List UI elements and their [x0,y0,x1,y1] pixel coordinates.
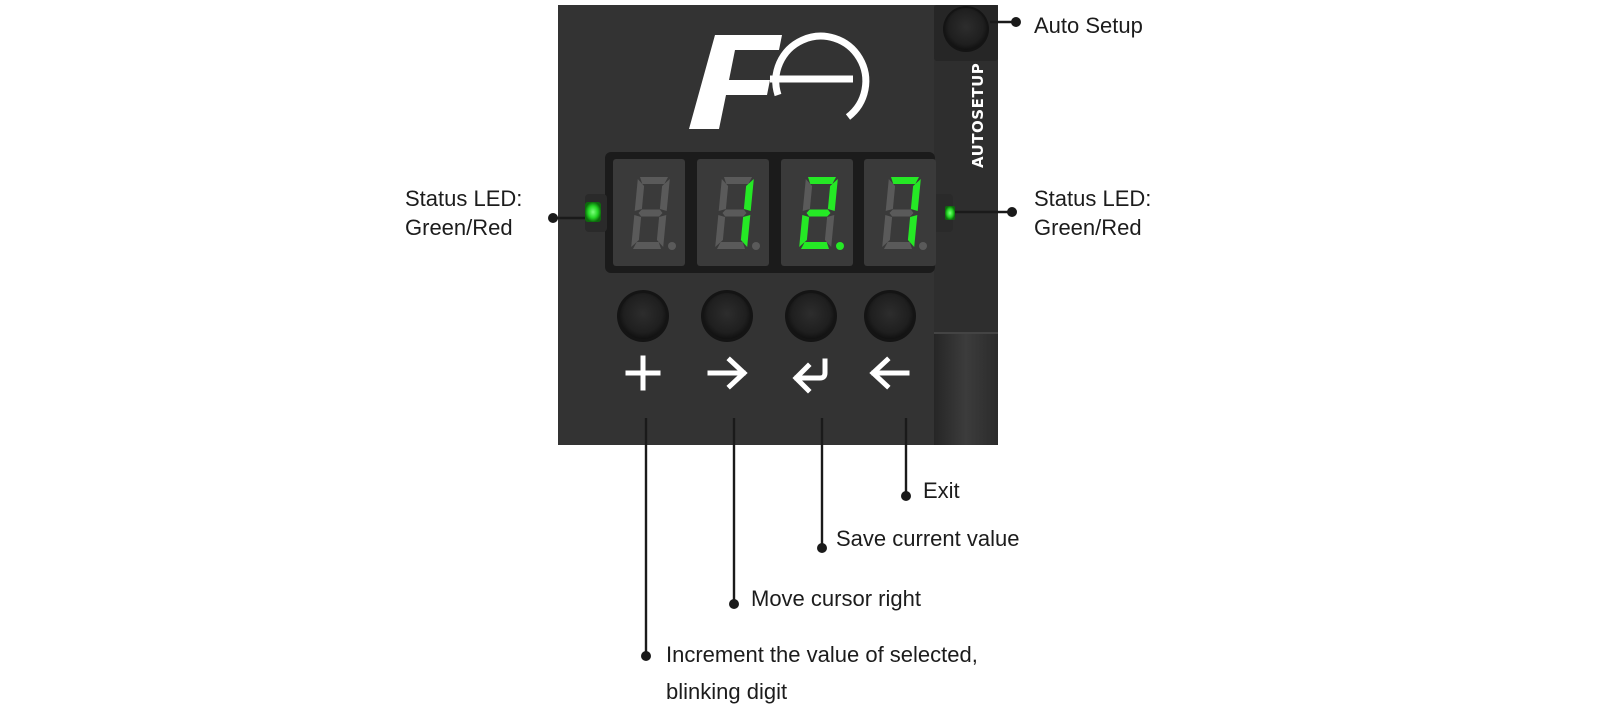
segment-c [824,215,835,247]
increment-line1: Increment the value of selected, [666,642,978,667]
exit-label: Exit [923,478,960,503]
auto-setup-label: Auto Setup [1034,13,1143,38]
move-cursor-label: Move cursor right [751,586,921,611]
segment-f [634,179,645,211]
display-digit-3 [781,159,853,266]
segment-d [801,242,829,249]
save-value-label: Save current value [836,526,1020,551]
segment-b [659,179,670,211]
decimal-point [668,242,676,250]
segment-g [806,209,831,217]
display-digit-2 [697,159,769,266]
segment-e [715,215,726,247]
segment-b [743,179,754,211]
control-buttons [617,290,916,394]
segment-f [885,179,896,211]
segment-a [808,177,836,184]
button-cap [867,293,913,339]
segment-d [633,242,661,249]
autosetup-side-label: AUTOSETUP [969,63,987,168]
segment-b [910,179,921,211]
segment-c [907,215,918,247]
status-led-left-line2: Green/Red [405,215,513,240]
status-led-left [585,202,601,222]
segment-d [884,242,912,249]
plus-button[interactable] [617,290,669,342]
auto-setup-button[interactable] [943,6,989,52]
segment-e [799,215,810,247]
status-led-left-label: Status LED: Green/Red [405,184,522,242]
display-digit-1 [613,159,685,266]
segment-g [889,209,914,217]
seven-segment-display [613,159,936,266]
leader-lines [548,17,1021,661]
segment-f [718,179,729,211]
segment-c [656,215,667,247]
arrow-right-icon [707,356,748,390]
arrow-left-icon [869,356,910,390]
segment-a [891,177,919,184]
arrow-left-button[interactable] [864,290,916,342]
enter-button[interactable] [785,290,837,342]
button-cap [620,293,666,339]
display-digit-4 [864,159,936,266]
increment-line2: blinking digit [666,679,788,704]
side-slot [934,333,998,445]
status-led-right-label: Status LED: Green/Red [1034,184,1151,242]
arrow-right-button[interactable] [701,290,753,342]
segment-a [640,177,668,184]
segment-g [638,209,663,217]
plus-icon [625,355,661,391]
enter-icon [792,358,828,394]
decimal-point [919,242,927,250]
status-led-right-line2: Green/Red [1034,215,1142,240]
status-led-right [945,206,955,220]
segment-g [722,209,747,217]
decimal-point [752,242,760,250]
segment-f [802,179,813,211]
segment-d [717,242,745,249]
status-led-left-line1: Status LED: [405,186,523,211]
decimal-point [836,242,844,250]
button-cap [704,293,750,339]
segment-e [882,215,893,247]
status-led-right-line1: Status LED: [1034,186,1152,211]
segment-b [827,179,838,211]
segment-e [631,215,642,247]
segment-a [724,177,752,184]
fe-logo [689,32,870,129]
button-cap [788,293,834,339]
segment-c [740,215,751,247]
